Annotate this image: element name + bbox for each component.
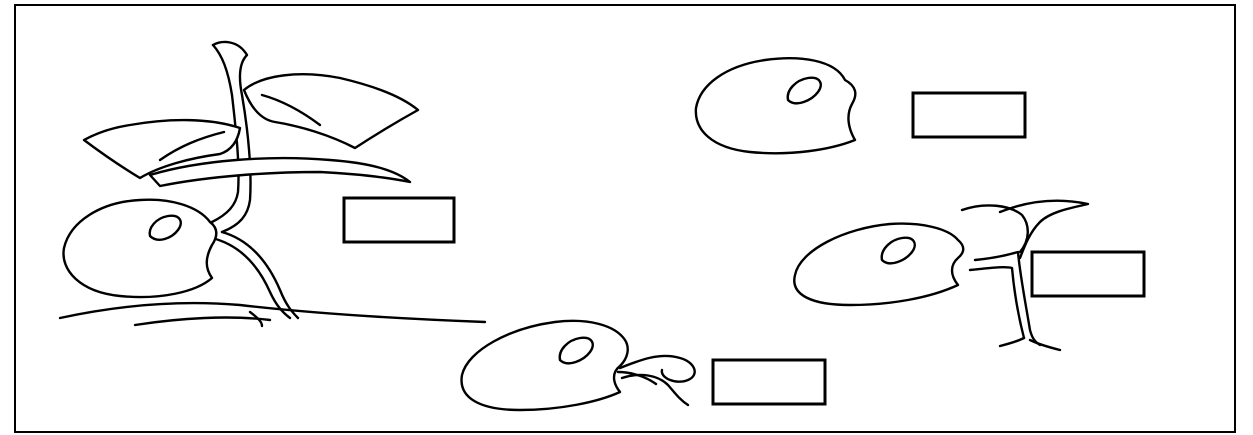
- shoot-leaf: [960, 204, 1029, 254]
- seedling-leaf-vein: [260, 93, 322, 127]
- shoot-seed-hilum: [880, 236, 916, 265]
- seed-body: [694, 57, 857, 155]
- root-emerging-stage: [460, 319, 827, 412]
- ground-line: [248, 310, 264, 328]
- seed-hilum: [786, 76, 822, 105]
- seed-stage: [694, 57, 1027, 155]
- seedling-root: [220, 230, 300, 320]
- seedling-leaf: [242, 73, 420, 150]
- seedling-stem: [211, 40, 252, 234]
- seedling-root: [210, 236, 292, 320]
- radicle: [620, 373, 690, 407]
- label-box-seedling[interactable]: [342, 196, 456, 244]
- seedling-seed: [62, 198, 218, 299]
- root-seed: [460, 319, 629, 412]
- radicle: [618, 354, 696, 383]
- seedling-seed-hilum: [148, 214, 182, 241]
- root-seed-hilum: [558, 336, 594, 365]
- shoot-stem: [973, 250, 1042, 347]
- shoot-leaf: [998, 199, 1090, 260]
- shoot-root-hair: [998, 336, 1026, 348]
- ground-line: [133, 316, 272, 327]
- shoot-emerging-stage: [793, 199, 1146, 352]
- shoot-root-hair: [1028, 338, 1062, 352]
- radicle: [616, 370, 658, 386]
- label-box-seed[interactable]: [911, 91, 1027, 139]
- seedling-leaf-vein: [158, 130, 226, 162]
- label-box-shoot[interactable]: [1030, 250, 1146, 298]
- seedling-stem: [210, 43, 240, 224]
- label-box-root[interactable]: [711, 358, 827, 406]
- ground-line: [58, 301, 487, 324]
- seedling-leaf: [148, 156, 412, 188]
- seedling-stage: [58, 40, 487, 328]
- seedling-leaf: [82, 118, 242, 180]
- shoot-seed: [793, 222, 965, 307]
- shoot-stem: [968, 265, 1026, 340]
